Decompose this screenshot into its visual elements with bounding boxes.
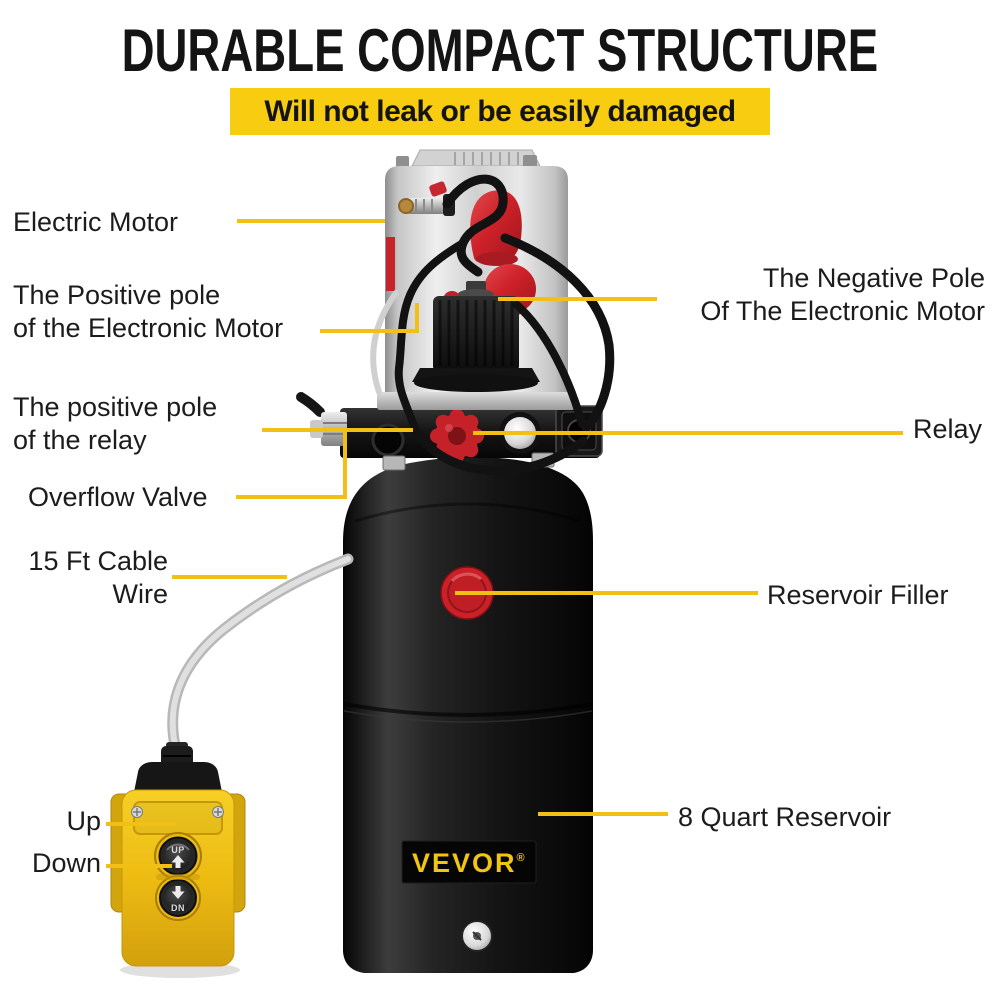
positive-terminal-stud <box>398 194 455 216</box>
callout-up: Up <box>66 805 101 838</box>
callout-cable-wire: 15 Ft Cable Wire <box>28 545 168 611</box>
callout-line: Wire <box>112 579 169 609</box>
motor-red-stripe <box>386 237 395 291</box>
page-title: DURABLE COMPACT STRUCTURE <box>0 17 1000 85</box>
up-button[interactable]: UP <box>154 832 202 880</box>
electric-motor-graphic <box>370 149 615 476</box>
pendant-recessed-panel <box>133 801 223 835</box>
cable-wire-graphic <box>167 553 354 756</box>
leader-positive-pole-motor <box>320 303 419 333</box>
up-button-label: UP <box>171 845 185 855</box>
callout-line: of the relay <box>13 425 147 455</box>
motor-cap-bolt-left <box>396 156 409 168</box>
pendant-screw-right <box>212 806 224 818</box>
tank-seam <box>343 702 593 717</box>
leader-overflow-valve <box>236 431 347 499</box>
callout-relay: Relay <box>913 413 982 446</box>
tank-seam-highlight <box>343 710 593 723</box>
manifold-left-port <box>371 423 405 457</box>
subtitle-banner: Will not leak or be easily damaged <box>230 88 770 135</box>
overflow-valve-knob <box>430 409 484 463</box>
motor-flange <box>377 392 575 410</box>
pendant-control-graphic: UP DN <box>110 742 246 978</box>
motor-cap-ribs <box>454 152 519 165</box>
down-arrow-icon <box>171 886 185 899</box>
callout-down: Down <box>32 847 101 880</box>
callout-line: Down <box>31 848 101 878</box>
tank-shoulder-shade <box>354 502 582 523</box>
callout-reservoir-size: 8 Quart Reservoir <box>678 801 891 834</box>
brand-registered-mark: ® <box>517 852 527 864</box>
callout-line: Overflow Valve <box>28 482 208 512</box>
callout-line: Of The Electronic Motor <box>700 296 985 326</box>
red-ring-terminal <box>429 181 447 197</box>
hose-stub <box>296 392 325 417</box>
gray-wire <box>370 290 399 395</box>
callout-electric-motor: Electric Motor <box>13 206 178 239</box>
callout-positive-pole-motor: The Positive pole of the Electronic Moto… <box>13 279 283 345</box>
motor-top-cap <box>411 149 541 167</box>
start-solenoid <box>412 281 540 392</box>
callout-line: Up <box>66 806 101 836</box>
callout-line: 8 Quart Reservoir <box>678 802 892 832</box>
manifold-bolt-left <box>382 455 406 471</box>
motor-cap-bolt-right <box>523 155 537 167</box>
callout-reservoir-filler: Reservoir Filler <box>767 579 949 612</box>
callout-line: Reservoir Filler <box>767 580 949 610</box>
pendant-screw-left <box>131 806 143 818</box>
brand-text: VEVOR <box>412 848 517 878</box>
callout-positive-pole-relay: The positive pole of the relay <box>13 391 217 457</box>
brand-logo: VEVOR® <box>401 840 537 884</box>
svg-text:VEVOR®: VEVOR® <box>412 848 527 878</box>
callout-overflow-valve: Overflow Valve <box>28 481 208 514</box>
up-arrow-icon <box>171 855 185 868</box>
pendant-ridge <box>156 874 200 880</box>
callout-line: The positive pole <box>13 392 218 422</box>
page-title-text: DURABLE COMPACT STRUCTURE <box>121 17 879 85</box>
callout-line: Relay <box>913 414 983 444</box>
callout-line: of the Electronic Motor <box>13 313 284 343</box>
red-boot-top <box>470 190 522 266</box>
down-button-label: DN <box>171 903 185 913</box>
down-button[interactable]: DN <box>155 875 201 921</box>
callout-line: 15 Ft Cable <box>28 546 168 576</box>
callout-line: The Negative Pole <box>762 263 985 293</box>
drain-screw <box>461 920 493 952</box>
reservoir-tank-graphic <box>343 457 593 973</box>
callout-line: The Positive pole <box>13 280 221 310</box>
leader-lines <box>106 219 903 868</box>
callout-line: Electric Motor <box>13 207 179 237</box>
callout-negative-pole-motor: The Negative Pole Of The Electronic Moto… <box>700 262 985 328</box>
